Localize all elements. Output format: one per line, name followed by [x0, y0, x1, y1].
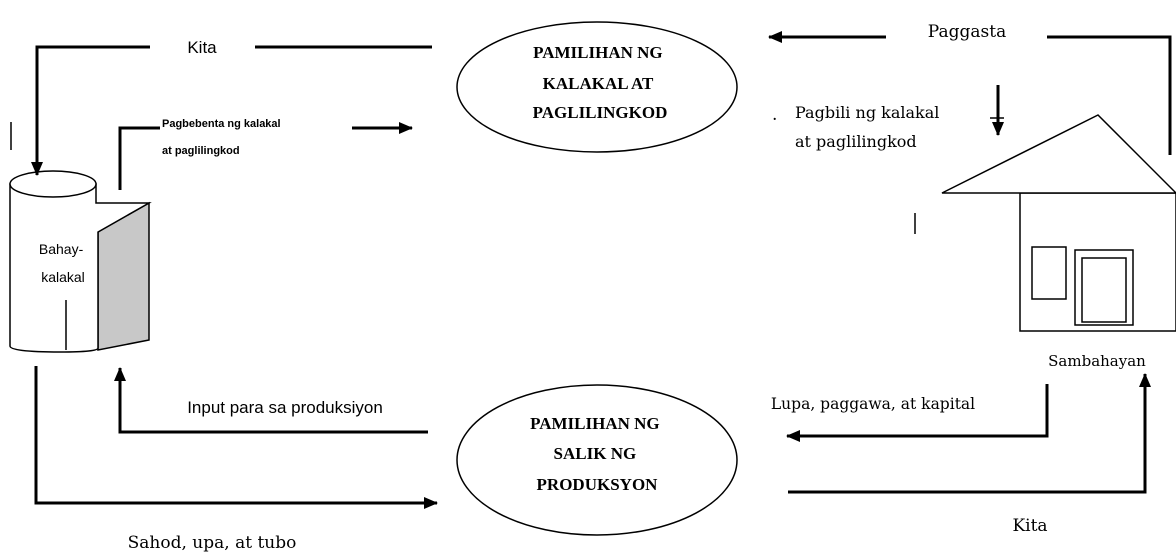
input-label: Input para sa produksiyon [187, 398, 383, 417]
lupa-label: Lupa, paggawa, at kapital [771, 395, 975, 413]
factors-market-label: PAMILIHAN NG SALIK NG PRODUKSYON [530, 414, 664, 494]
pagbili-bullet: . [772, 105, 777, 125]
goods-market-ellipse [456, 21, 738, 153]
household-icon [914, 114, 1176, 332]
household-label: Sambahayan [1048, 352, 1146, 370]
pagbebenta-label: Pagbebenta ng kalakal at paglilingkod [162, 118, 284, 157]
business-label: Bahay- kalakal [39, 241, 87, 285]
kita-top-flow [10, 45, 432, 176]
pagbebenta-flow [118, 122, 413, 190]
input-flow [114, 367, 428, 434]
lupa-flow [786, 384, 1049, 442]
pagbili-label: Pagbili ng kalakal at paglilingkod [795, 103, 944, 151]
paggasta-flow [768, 31, 1172, 155]
kita-top-label: Kita [187, 38, 217, 57]
sahod-flow [34, 366, 438, 509]
factors-market-ellipse [456, 384, 738, 536]
kita-bottom-flow [788, 373, 1151, 494]
sahod-label: Sahod, upa, at tubo [128, 533, 297, 553]
kita-bottom-label: Kita [1012, 516, 1047, 536]
paggasta-label: Paggasta [928, 22, 1006, 42]
business-icon [9, 170, 152, 353]
goods-market-label: PAMILIHAN NG KALAKAL AT PAGLILINGKOD [533, 43, 668, 122]
